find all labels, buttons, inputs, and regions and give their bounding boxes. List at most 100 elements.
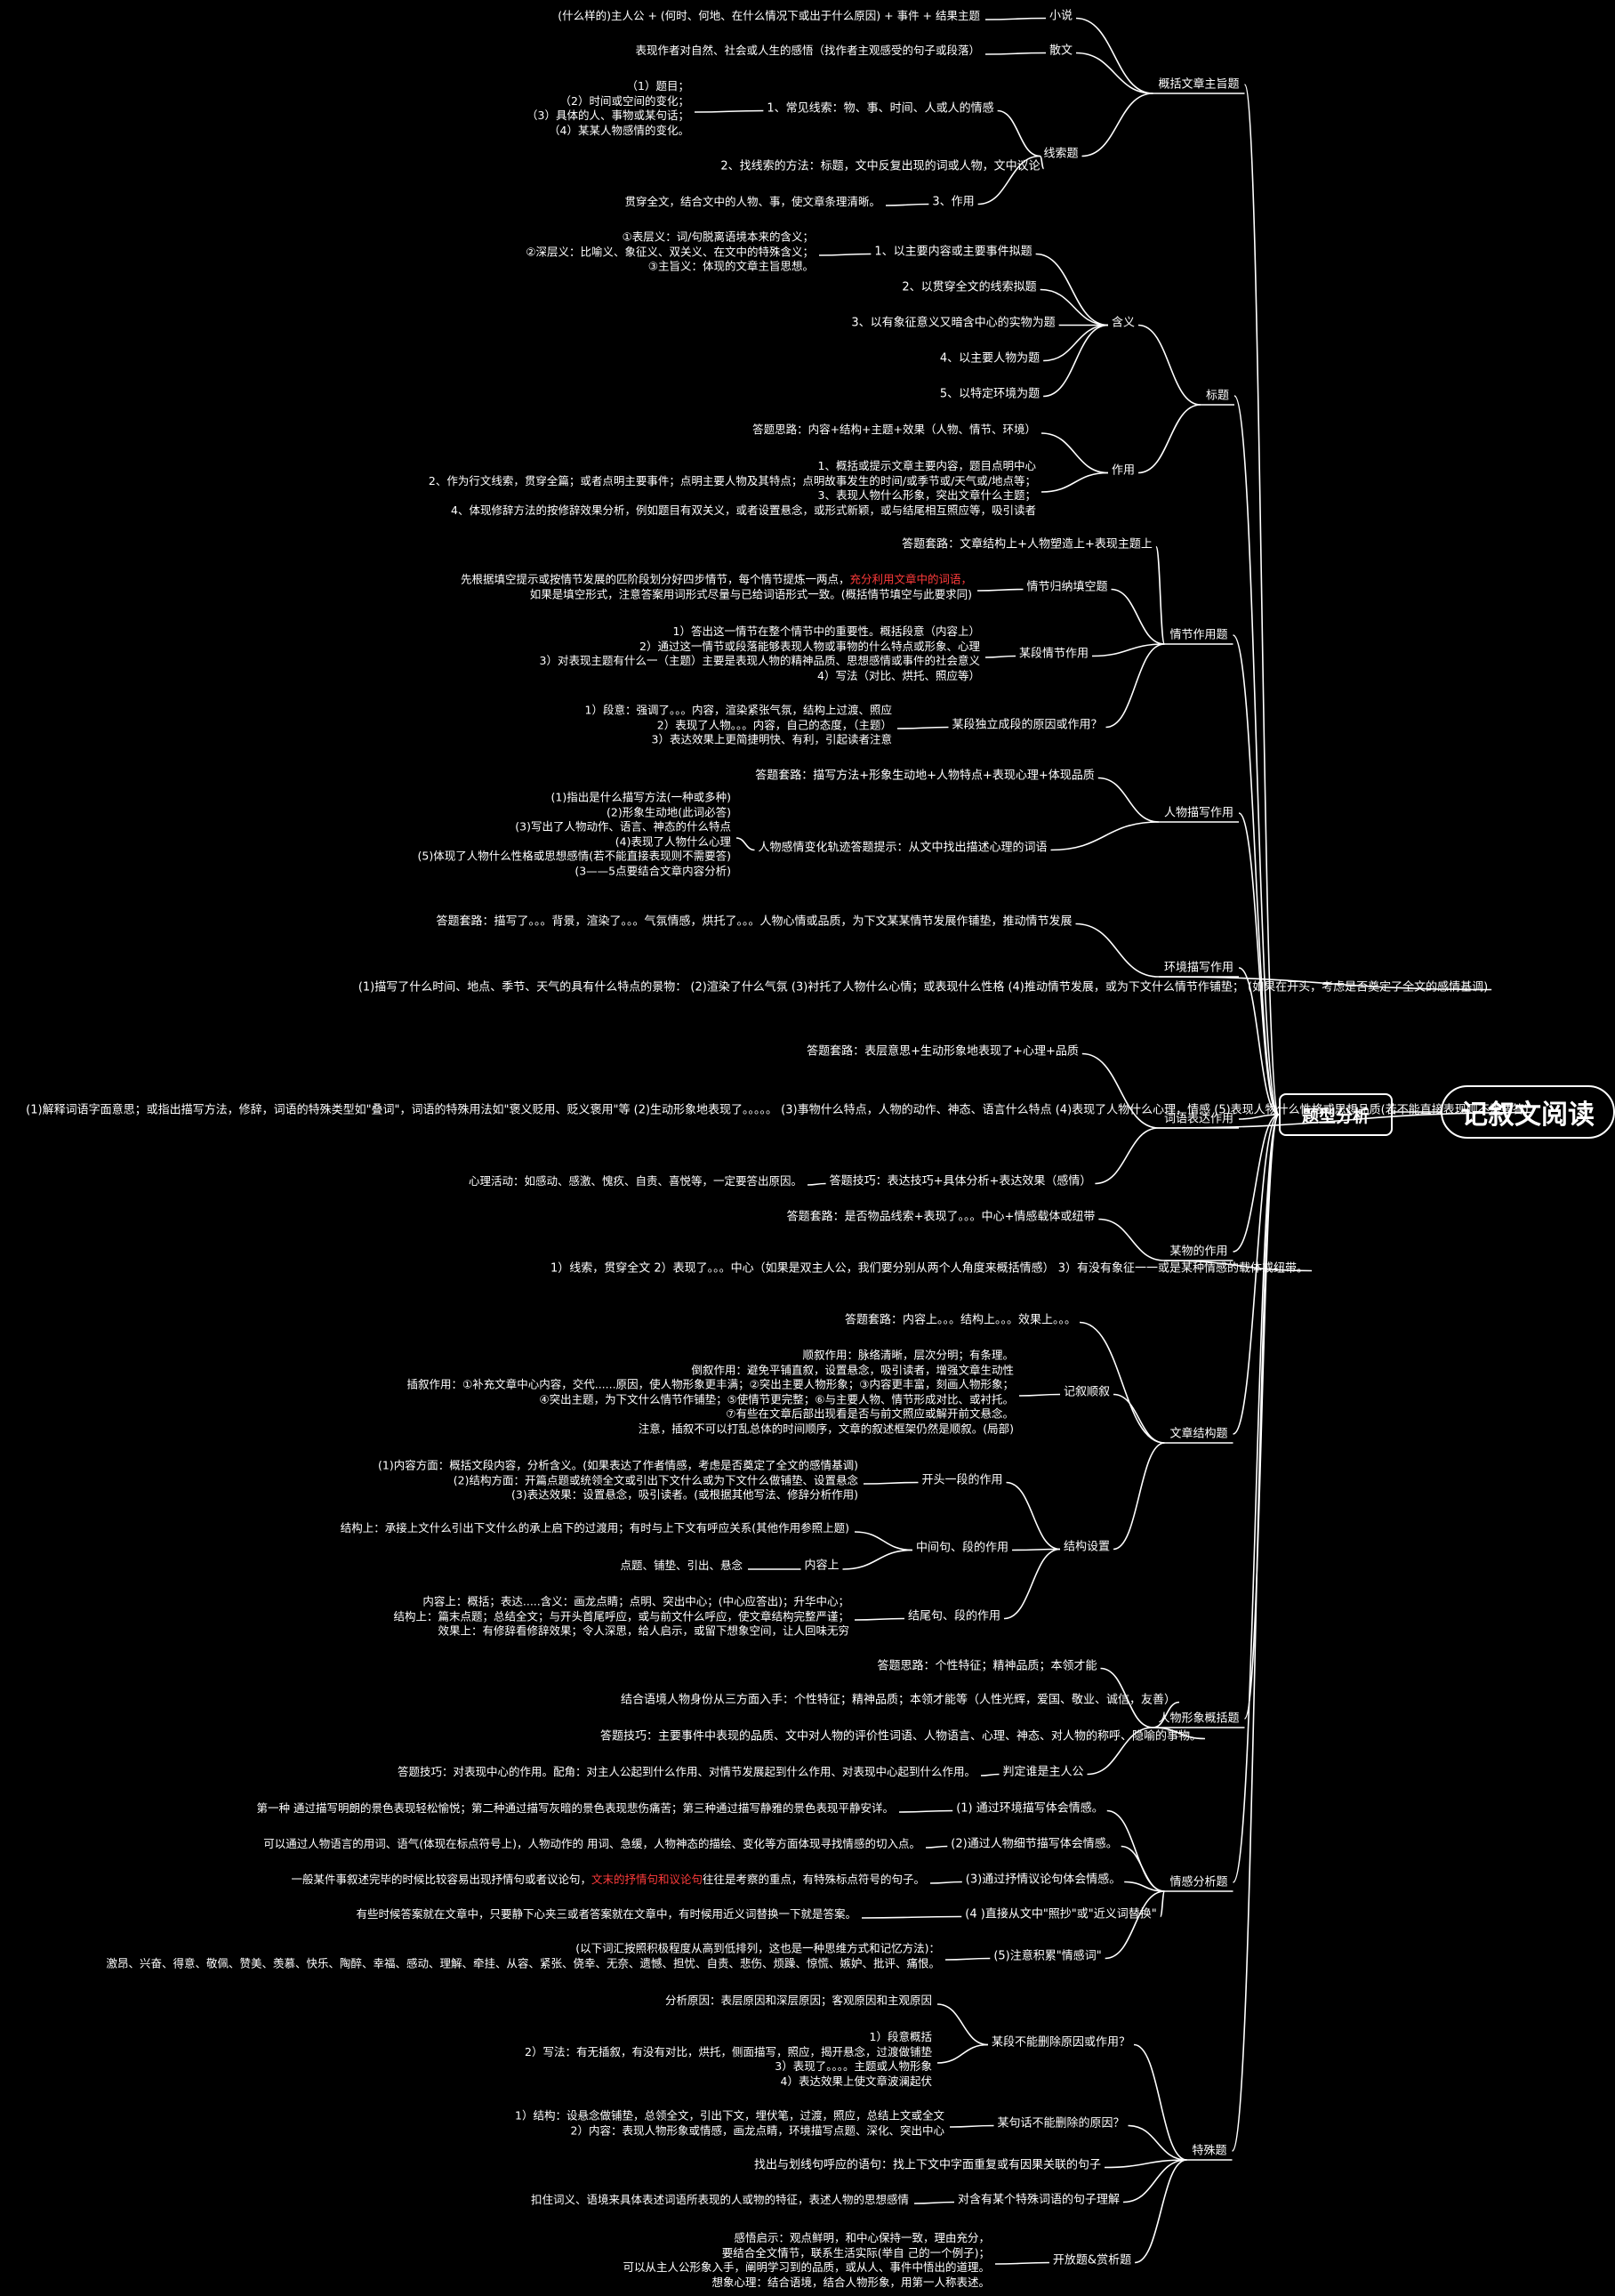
branch-node-4[interactable]: 环境描写作用	[1163, 961, 1234, 975]
topic-connector	[1123, 2159, 1187, 2203]
topic-node-9-3[interactable]: (4 )直接从文中"照抄"或"近义词替换"	[965, 1907, 1157, 1921]
topic-node-6-1[interactable]: 1）线索，贯穿全文 2）表现了。。。中心（如果是双主人公，我们要分别从两个人角度…	[550, 1261, 1309, 1276]
leaf-text: 分析原因：表层原因和深层原因；客观原因和主观原因	[664, 1993, 932, 2007]
subtopic-node-1-0-2[interactable]: 3、以有象征意义又暗含中心的实物为题	[851, 316, 1056, 330]
topic-node-10-2[interactable]: 找出与划线句呼应的语句：找上下文中字面重复或有因果关联的句子	[753, 2158, 1102, 2172]
topic-node-9-0[interactable]: (1) 通过环境描写体会情感。	[956, 1801, 1104, 1816]
topic-node-10-3[interactable]: 对含有某个特殊词语的句子理解	[957, 2193, 1121, 2207]
leaf-connector	[1018, 1393, 1060, 1397]
leaf-text: 1）段意：强调了。。。内容，渲染紧张气氛，结构上过渡、照应 2）表现了人物。。。…	[584, 703, 892, 746]
branch-node-2[interactable]: 情节作用题	[1169, 628, 1228, 642]
leaf-connector	[929, 1881, 962, 1884]
branch-node-7[interactable]: 文章结构题	[1169, 1427, 1228, 1441]
leaf-connector	[1041, 471, 1108, 493]
leaf-connector	[735, 837, 755, 851]
leaf-text: 结构上：承接上文什么引出下文什么的承上启下的过渡用；有时与上下文有呼应关系(其他…	[340, 1520, 849, 1535]
leaf-text: 点题、铺垫、引出、悬念	[620, 1558, 743, 1572]
subtopic-node-inner[interactable]: 内容上	[804, 1559, 840, 1573]
topic-node-2-2[interactable]: 某段情节作用	[1018, 647, 1089, 661]
leaf-text: (1)内容方面：概括文段内容，分析含义。(如果表达了作者情感，考虑是否奠定了全文…	[378, 1458, 858, 1502]
branch-node-1[interactable]: 标题	[1205, 389, 1230, 403]
topic-node-5-1[interactable]: (1)解释词语字面意思；或指出描写方法，修辞，词语的特殊类型如"叠词"，词语的特…	[26, 1103, 1529, 1117]
leaf-text: (什么样的)主人公 + (何时、何地、在什么情况下或出于什么原因) + 事件 +…	[558, 8, 980, 22]
topic-connector	[1158, 976, 1492, 991]
topic-node-5-0[interactable]: 答题套路：表层意思+生动形象地表现了+心理+品质	[807, 1044, 1079, 1059]
topic-connector	[1128, 2124, 1187, 2161]
branch-connector	[1232, 634, 1280, 1116]
subtopic-node-0-2-2[interactable]: 3、作用	[932, 195, 975, 209]
subtopic-node-1-0-1[interactable]: 2、以贯穿全文的线索拟题	[902, 280, 1037, 294]
topic-node-8-1[interactable]: 结合语境人物身份从三方面入手：个性特征；精神品质；本领才能等（人性光辉，爱国、敬…	[620, 1693, 1177, 1707]
topic-node-6-0[interactable]: 答题套路：是否物品线索+表现了。。。中心+情感载体或纽带	[786, 1210, 1096, 1224]
topic-connector	[1081, 93, 1153, 157]
topic-node-8-3[interactable]: 判定谁是主人公	[1002, 1765, 1084, 1779]
root-node[interactable]: 记叙文阅读	[1441, 1085, 1615, 1139]
topic-node-10-4[interactable]: 开放题&赏析题	[1052, 2253, 1132, 2268]
leaf-connector	[936, 2003, 989, 2046]
topic-node-3-1[interactable]: 人物感情变化轨迹答题提示：从文中找出描述心理的词语	[758, 841, 1048, 855]
center-node[interactable]: 题型分析	[1279, 1093, 1393, 1136]
topic-connector	[1050, 821, 1159, 851]
subtopic-connector	[1040, 288, 1108, 326]
subtopic-node-1-0-0[interactable]: 1、以主要内容或主要事件拟题	[874, 245, 1032, 259]
subtopic-node-1-0-3[interactable]: 4、以主要人物为题	[939, 351, 1041, 366]
subtopic-node-7-2-0[interactable]: 开头一段的作用	[921, 1473, 1003, 1487]
topic-connector	[1080, 1321, 1165, 1444]
subtopic-node-0-2-1[interactable]: 2、找线索的方法：标题，文中反复出现的词或人物，文中议论	[720, 159, 1041, 173]
topic-connector	[1155, 545, 1166, 645]
subtopic-node-7-2-1[interactable]: 中间句、段的作用	[915, 1541, 1009, 1555]
topic-connector	[1076, 52, 1153, 94]
topic-node-7-0[interactable]: 答题套路：内容上。。。结构上。。。效果上。。。	[844, 1313, 1077, 1327]
topic-node-10-1[interactable]: 某句话不能删除的原因？	[997, 2116, 1125, 2131]
topic-node-10-0[interactable]: 某段不能删除原因或作用？	[991, 2035, 1131, 2050]
branch-node-0[interactable]: 概括文章主旨题	[1158, 77, 1240, 92]
topic-node-2-0[interactable]: 答题套路：文章结构上+人物塑造上+表现主题上	[902, 537, 1153, 552]
topic-node-7-1[interactable]: 记叙顺叙	[1063, 1385, 1111, 1399]
subtopic-node-1-0-4[interactable]: 5、以特定环境为题	[939, 387, 1041, 401]
leaf-text: 1、概括或提示文章主要内容，题目点明中心 2、作为行文线索，贯穿全篇；或者点明主…	[428, 459, 1036, 517]
topic-connector	[1092, 643, 1165, 657]
branch-connector	[1238, 812, 1280, 1116]
branch-connector	[1232, 1114, 1280, 1883]
topic-node-5-2[interactable]: 答题技巧：表达技巧+具体分析+表达效果（感情）	[829, 1174, 1092, 1188]
subtopic-node-7-2-2[interactable]: 结尾句、段的作用	[907, 1609, 1001, 1623]
leaf-connector	[854, 1617, 904, 1621]
topic-node-8-0[interactable]: 答题思路：个性特征；精神品质；本领才能	[877, 1659, 1097, 1673]
subtopic-connector	[997, 109, 1041, 157]
topic-node-1-1[interactable]: 作用	[1111, 463, 1136, 478]
topic-node-0-1[interactable]: 散文	[1049, 44, 1073, 58]
leaf-connector	[949, 2124, 994, 2128]
topic-node-2-1[interactable]: 情节归纳填空题	[1026, 580, 1108, 594]
branch-node-8[interactable]: 人物形象概括题	[1158, 1712, 1240, 1726]
topic-node-1-0[interactable]: 含义	[1111, 316, 1136, 330]
leaf-connector	[994, 2261, 1049, 2265]
branch-node-5[interactable]: 词语表达作用	[1163, 1112, 1234, 1126]
topic-node-8-2[interactable]: 答题技巧：主要事件中表现的品质、文中对人物的评价性词语、人物语言、心理、神态、对…	[599, 1729, 1202, 1744]
branch-node-10[interactable]: 特殊题	[1192, 2144, 1227, 2158]
branch-node-3[interactable]: 人物描写作用	[1163, 806, 1234, 820]
topic-node-9-4[interactable]: (5)注意积累"情感词"	[993, 1949, 1102, 1963]
leaf-connector	[984, 17, 1046, 20]
topic-connector	[1098, 1218, 1165, 1261]
topic-connector	[1113, 1393, 1165, 1444]
topic-node-9-2[interactable]: (3)通过抒情议论句体会情感。	[965, 1873, 1121, 1887]
leaf-text: 1）答出这一情节在整个情节中的重要性。概括段意（内容上） 2）通过这一情节或段落…	[539, 624, 980, 682]
topic-connector	[1087, 1727, 1153, 1776]
branch-node-9[interactable]: 情感分析题	[1169, 1875, 1228, 1889]
leaf-text: 表现作者对自然、社会或人生的感悟（找作者主观感受的句子或段落）	[635, 43, 980, 57]
topic-connector	[1133, 2043, 1187, 2161]
topic-node-4-1[interactable]: (1)描写了什么时间、地点、季节、天气的具有什么特点的景物： (2)渲染了什么气…	[358, 980, 1489, 995]
topic-node-2-3[interactable]: 某段独立成段的原因或作用？	[952, 718, 1103, 732]
topic-node-0-2[interactable]: 线索题	[1043, 147, 1079, 161]
topic-connector	[1164, 1260, 1313, 1272]
topic-node-3-0[interactable]: 答题套路：描写方法+形象生动地+人物特点+表现心理+体现品质	[755, 769, 1095, 783]
topic-node-0-0[interactable]: 小说	[1049, 9, 1073, 23]
subtopic-connector	[977, 155, 1041, 205]
branch-node-6[interactable]: 某物的作用	[1169, 1245, 1228, 1259]
topic-node-7-2[interactable]: 结构设置	[1063, 1540, 1111, 1554]
subtopic-node-0-2-0[interactable]: 1、常见线索：物、事、时间、人或人的情感	[767, 101, 994, 116]
leaf-text: 顺叙作用：脉络清晰，层次分明；有条理。 倒叙作用：避免平铺直叙，设置悬念，吸引读…	[406, 1348, 1014, 1436]
leaf-text: 扣住词义、语境来具体表述词语所表现的人或物的特征，表述人物的思想感情	[530, 2192, 909, 2206]
topic-node-4-0[interactable]: 答题套路：描写了。。。背景，渲染了。。。气氛情感，烘托了。。。人物心情或品质，为…	[436, 914, 1073, 929]
topic-node-9-1[interactable]: (2)通过人物细节描写体会情感。	[951, 1837, 1118, 1851]
